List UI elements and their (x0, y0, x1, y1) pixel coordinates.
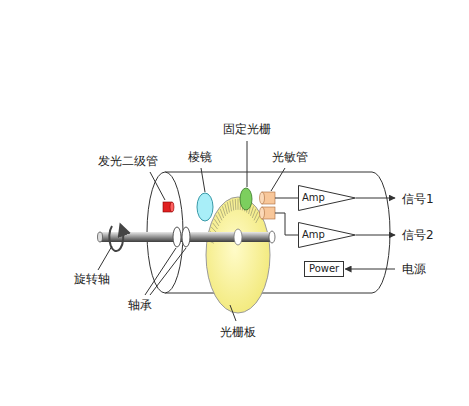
leader-line (271, 168, 285, 191)
leader-line (98, 246, 112, 270)
grating-line (250, 206, 253, 216)
power-line (345, 269, 395, 270)
amplifier-outline (299, 223, 356, 248)
node-text: Power (309, 263, 339, 275)
wire (275, 213, 298, 235)
shaft-end (269, 231, 275, 243)
photodiode (260, 207, 265, 219)
leader-line (247, 141, 248, 187)
fixed-grating (240, 188, 252, 210)
grating-line (213, 223, 218, 229)
part-label: 光栅板 (220, 325, 256, 339)
grating-line (216, 215, 220, 223)
node-text: Amp (302, 229, 325, 241)
part-label: 棱镜 (188, 150, 212, 164)
grating-line (222, 206, 225, 216)
amplifier-triangle: Amp (298, 185, 356, 211)
grating-line (256, 215, 260, 223)
photodiode (260, 192, 265, 204)
leader-line (201, 168, 205, 192)
bearing (182, 227, 190, 247)
grating-line (214, 219, 219, 226)
grating-line (230, 201, 232, 212)
leader-line (150, 172, 165, 200)
wire (275, 198, 298, 199)
signal-line (356, 235, 395, 236)
grating-line (225, 204, 228, 214)
amplifier-triangle: Amp (298, 222, 356, 248)
shaft-end (98, 232, 103, 242)
grating-line (233, 200, 234, 211)
part-label: 发光二级管 (98, 154, 158, 168)
part-label: 电源 (402, 262, 426, 276)
power-box: Power (304, 261, 344, 277)
leader-line (145, 248, 176, 295)
part-label: 信号2 (402, 228, 434, 242)
part-label: 旋转轴 (74, 272, 110, 286)
disk-hub (234, 229, 242, 245)
amplifier-outline (299, 186, 356, 211)
leader-line (230, 305, 236, 321)
grating-line (211, 227, 216, 233)
part-label: 信号1 (402, 192, 434, 206)
leader-line (150, 248, 186, 295)
part-label: 固定光栅 (223, 122, 271, 136)
grating-line (220, 209, 223, 218)
prism (197, 193, 213, 221)
io-lines (345, 198, 395, 269)
part-label: 轴承 (128, 298, 152, 312)
grating-line (238, 199, 239, 210)
signal-line (356, 198, 395, 199)
grating-line (252, 209, 255, 218)
grating-line (227, 202, 229, 212)
part-label: 光敏管 (272, 150, 308, 164)
led-lens (170, 202, 174, 212)
bearing (173, 227, 181, 247)
grating-line (235, 199, 237, 210)
grating-disk (206, 197, 270, 313)
grating-line (218, 212, 222, 220)
grating-line (254, 212, 258, 220)
node-text: Amp (302, 192, 325, 204)
